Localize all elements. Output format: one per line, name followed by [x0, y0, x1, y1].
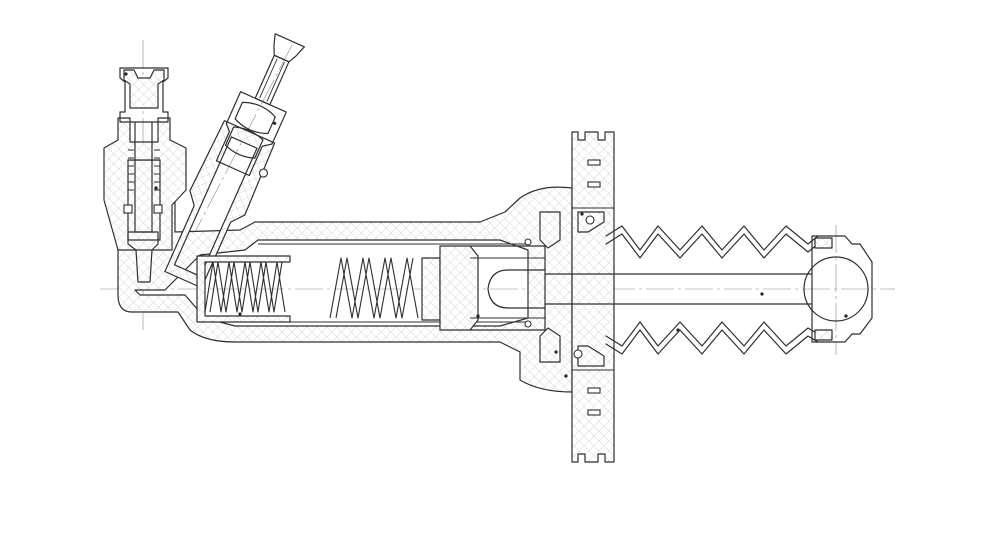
boot-upper-outer [605, 225, 819, 251]
boot-upper-inner [605, 233, 819, 259]
bleed-marker-dot [124, 72, 128, 76]
inlet-stem-cap [273, 33, 305, 63]
bleed-oring-right [153, 204, 163, 214]
bleed-oring-left [123, 204, 133, 214]
piston-pin-upper [524, 238, 532, 246]
seal-clip-lower [577, 345, 605, 367]
flange-slot-4 [587, 409, 601, 416]
seal-clip-upper [577, 211, 605, 233]
return-spring-left [196, 255, 291, 323]
cylinder-housing [117, 159, 573, 393]
piston-cup-seal [439, 245, 479, 331]
spring-coils-right-back [335, 257, 414, 319]
piston-socket [487, 269, 546, 309]
boot-dot [676, 328, 680, 332]
inlet-clip-pin [258, 168, 269, 178]
seal-dot-3 [564, 374, 568, 378]
push-rod-shaft [544, 273, 813, 305]
rubber-boot [605, 225, 819, 355]
seal-dot-1 [580, 212, 584, 216]
ball-end-sphere [803, 256, 869, 322]
flange-slot-1 [587, 159, 601, 166]
bleed-screw-body [119, 67, 169, 123]
flange-seals [539, 211, 605, 378]
seal-lower [539, 327, 561, 363]
piston-inner-lines [470, 257, 545, 319]
bleed-screw-assembly [103, 67, 187, 283]
ball-end-fitting [803, 235, 873, 343]
spring-retainer-right [421, 257, 441, 321]
return-spring-right [329, 257, 441, 321]
piston-marker-dot [476, 314, 480, 318]
housing-outer-wall [117, 159, 573, 393]
ball-end-dot [844, 314, 848, 318]
flange-slot-3 [587, 387, 601, 394]
inlet-stem-lines [259, 58, 285, 102]
mounting-flange [571, 131, 615, 463]
inlet-plug-grip-inner [224, 126, 264, 159]
ball-end-clip-lower [814, 329, 833, 341]
seal-upper [539, 211, 561, 249]
seal-ball-upper [585, 215, 595, 225]
push-rod [544, 273, 813, 305]
spring-coils-right [329, 257, 419, 319]
ball-end-cup [811, 235, 873, 343]
spring-coils-left-back [209, 261, 283, 313]
piston-assembly [439, 238, 546, 331]
ball-end-clip-upper [814, 237, 833, 249]
bleed-thread-lines [128, 149, 160, 191]
flange-inner-edge [572, 207, 614, 371]
push-rod-dot [760, 292, 764, 296]
spring-seat-left [196, 255, 291, 323]
bleed-screw-tip [127, 231, 159, 283]
flange-slot-2 [587, 181, 601, 188]
spring-left-dot [238, 312, 242, 316]
boot-lower-outer [605, 329, 819, 355]
seal-dot-2 [554, 350, 558, 354]
boot-lower-inner [605, 321, 819, 347]
bleed-marker-dot-2 [154, 186, 158, 190]
inlet-plug-grip [234, 101, 276, 135]
inlet-plug-body [215, 91, 287, 177]
piston-body [469, 245, 546, 331]
bleed-screw-cap [123, 69, 165, 109]
seal-ball-lower [573, 349, 583, 359]
inlet-marker-dot [273, 121, 277, 125]
piston-pin-lower [524, 320, 532, 328]
